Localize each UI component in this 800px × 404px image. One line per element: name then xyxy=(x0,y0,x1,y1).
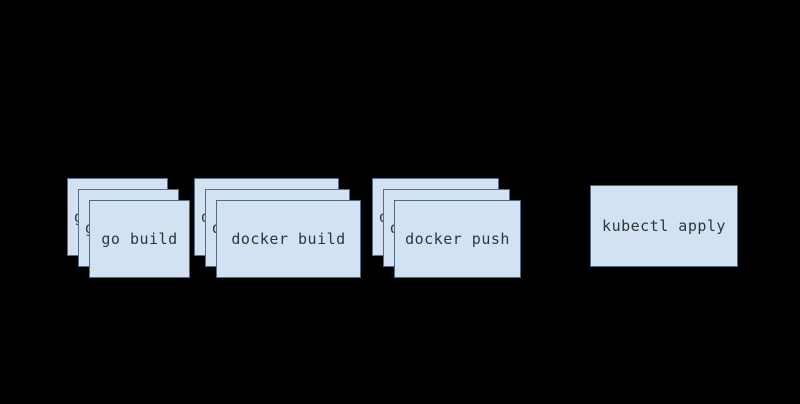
stage-label-docker-push: docker push xyxy=(405,230,510,248)
stage-label-kubectl-apply: kubectl apply xyxy=(602,217,726,235)
stage-card-kubectl-apply[interactable]: kubectl apply xyxy=(590,185,738,267)
stage-card-docker-build[interactable]: docker build xyxy=(216,200,361,278)
stage-card-docker-push[interactable]: docker push xyxy=(394,200,521,278)
stage-label-go-build: go build xyxy=(101,230,178,248)
stage-label-docker-build: docker build xyxy=(231,230,346,248)
stage-card-go-build[interactable]: go build xyxy=(89,200,190,278)
